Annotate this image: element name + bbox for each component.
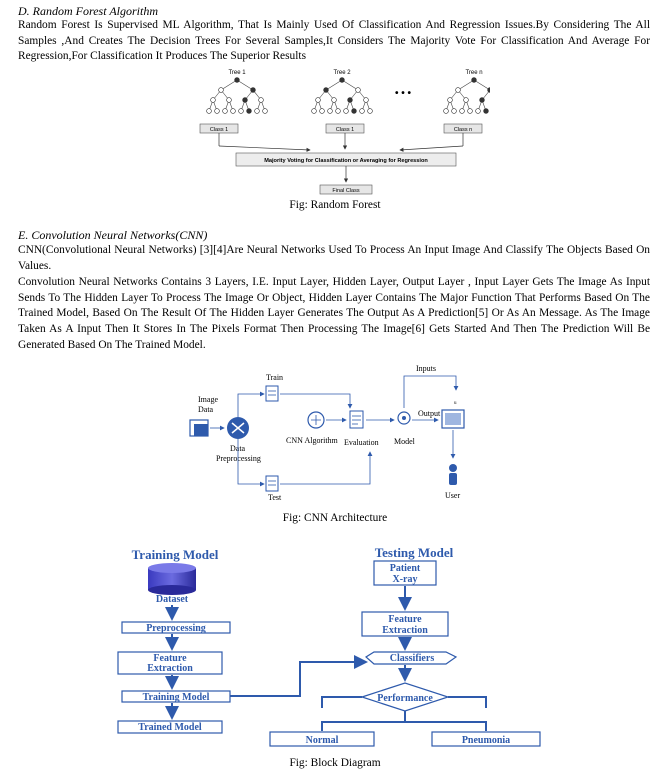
cnn-algorithm-label: CNN Algorithm (286, 436, 339, 445)
cnn-caption: Fig: CNN Architecture (282, 512, 388, 524)
trained-model-box (117, 720, 223, 734)
dataset-cylinder (148, 563, 196, 595)
preprocessing-box (121, 621, 231, 634)
testing-model-title: Testing Model (375, 545, 454, 560)
trained-model-label: Trained Model (138, 722, 202, 733)
random-forest-figure: Tree 1 Tree 2 Tree n • • • Class 1 Class… (199, 70, 490, 195)
model-label: Model (394, 437, 416, 446)
evaluation-icon (349, 410, 364, 429)
test-label: Test (268, 493, 282, 502)
feature-label-train-2: Extraction (147, 663, 193, 674)
preprocessing-label: Preprocessing (146, 623, 206, 634)
decision-tree-1 (206, 77, 268, 114)
dataset-label: Dataset (156, 594, 189, 605)
ellipsis: • • • (395, 88, 412, 99)
data-preprocessing-label-2: Preprocessing (216, 454, 261, 463)
decision-tree-3 (443, 77, 490, 114)
train-doc-icon (265, 385, 279, 402)
classifiers-label: Classifiers (390, 653, 435, 664)
tree-label-n: Tree n (465, 70, 482, 76)
random-forest-caption: Fig: Random Forest (289, 199, 381, 211)
image-data-label-2: Data (198, 405, 214, 414)
train-label: Train (266, 373, 283, 382)
performance-label: Performance (377, 693, 433, 704)
patient-xray-box (373, 560, 437, 586)
final-class-box (319, 184, 373, 195)
tree-label-2: Tree 2 (333, 70, 351, 76)
class-label-n: Class n (454, 127, 472, 133)
evaluation-label: Evaluation (344, 438, 379, 447)
user-label: User (445, 491, 460, 500)
feature-label-test-1: Feature (388, 614, 422, 625)
cnn-paragraph-2: Convolution Neural Networks Contains 3 L… (18, 276, 650, 351)
pneumonia-label: Pneumonia (462, 735, 510, 746)
pneumonia-box (431, 731, 541, 747)
feature-label-test-2: Extraction (382, 625, 428, 636)
feature-extraction-box-train (117, 651, 223, 675)
block-diagram-figure: Training Model Dataset Preprocessing Fea… (117, 545, 541, 747)
test-doc-icon (265, 475, 279, 492)
feature-label-train-1: Feature (153, 653, 187, 664)
model-icon (397, 411, 411, 425)
training-model-label: Training Model (143, 692, 210, 703)
patient-label-1: Patient (390, 563, 421, 574)
class-label-1: Class 1 (210, 127, 228, 133)
cnn-architecture-figure: Image Data Data Preprocessing Train Test… (189, 364, 465, 502)
training-model-title: Training Model (132, 547, 219, 562)
image-icon (189, 419, 209, 437)
normal-box (269, 731, 375, 747)
image-data-label-1: Image (198, 395, 218, 404)
output-label: Output (418, 409, 441, 418)
patient-label-2: X-ray (393, 574, 418, 585)
section-heading-cnn: E. Convolution Neural Networks(CNN) (18, 228, 208, 242)
section-heading-random-forest: D. Random Forest Algorithm (18, 4, 158, 18)
cnn-brain-icon (307, 411, 325, 429)
feature-extraction-box-test (361, 611, 449, 637)
user-icon (449, 464, 457, 485)
decision-tree-2 (311, 77, 373, 114)
class-label-2: Class 1 (336, 127, 354, 133)
output-screen-icon (441, 409, 465, 429)
inputs-label: Inputs (416, 364, 436, 373)
final-class-label: Final Class (332, 188, 359, 194)
tree-label-1: Tree 1 (228, 70, 246, 76)
data-preprocessing-icon (227, 417, 249, 439)
voting-label: Majority Voting for Classification or Av… (264, 158, 428, 164)
cnn-paragraph-1: CNN(Convolutional Neural Networks) [3][4… (18, 244, 650, 272)
normal-label: Normal (306, 735, 339, 746)
random-forest-paragraph: Random Forest Is Supervised ML Algorithm… (18, 19, 650, 63)
tiny-u-label: u (454, 401, 457, 406)
block-diagram-caption: Fig: Block Diagram (289, 757, 381, 769)
classifiers-box (364, 651, 458, 665)
